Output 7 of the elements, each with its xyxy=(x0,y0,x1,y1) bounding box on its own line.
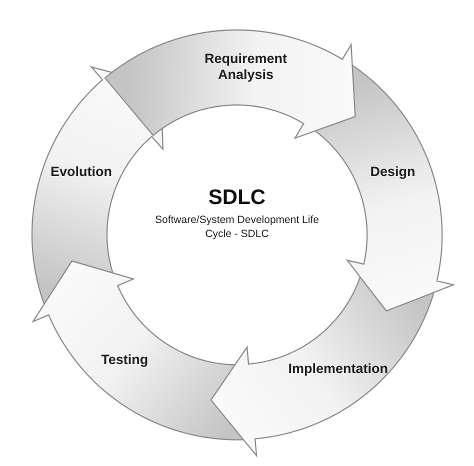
stage-label: Implementation xyxy=(288,361,388,376)
subtitle-text: Software/System Development Life Cycle - SDLC xyxy=(154,214,320,242)
stage-label: Requirement Analysis xyxy=(204,51,288,82)
stage-label: Design xyxy=(370,164,416,179)
stage-label: Testing xyxy=(101,352,148,367)
diagram-title: SDLC xyxy=(208,186,266,210)
stage-label: Evolution xyxy=(50,164,112,179)
